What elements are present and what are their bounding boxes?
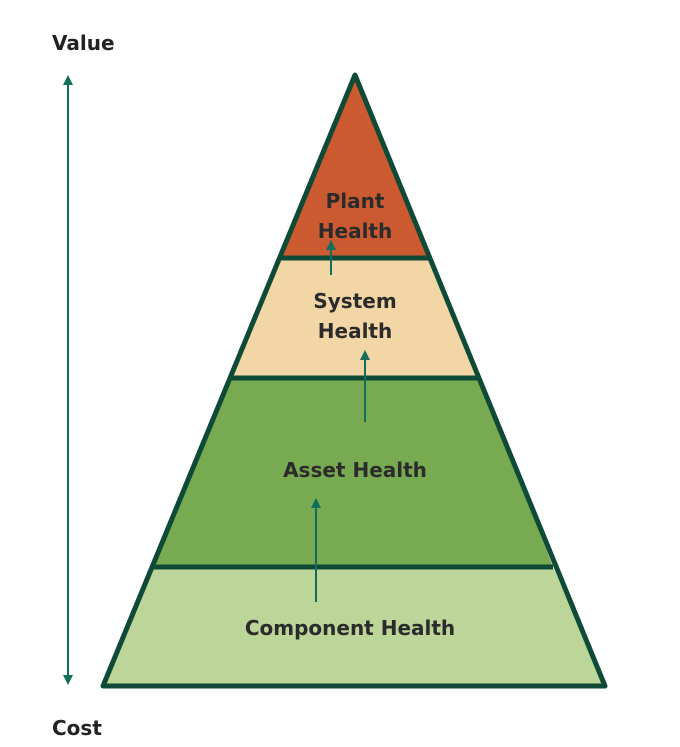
system-health-label-line1: System: [313, 289, 396, 313]
value-axis-label: Value: [52, 31, 115, 55]
pyramid-outline: [100, 72, 608, 689]
cost-axis-label: Cost: [52, 716, 102, 740]
system-health-label-line2: Health: [318, 319, 392, 343]
plant-health-label-line2: Health: [318, 219, 392, 243]
plant-health-tier: [280, 75, 430, 258]
component-health-label: Component Health: [245, 616, 455, 640]
plant-health-label-line1: Plant: [326, 189, 385, 213]
component-health-tier: [103, 567, 605, 686]
asset-health-tier: [153, 378, 553, 567]
asset-health-label: Asset Health: [283, 458, 427, 482]
system-health-tier: [232, 258, 480, 378]
